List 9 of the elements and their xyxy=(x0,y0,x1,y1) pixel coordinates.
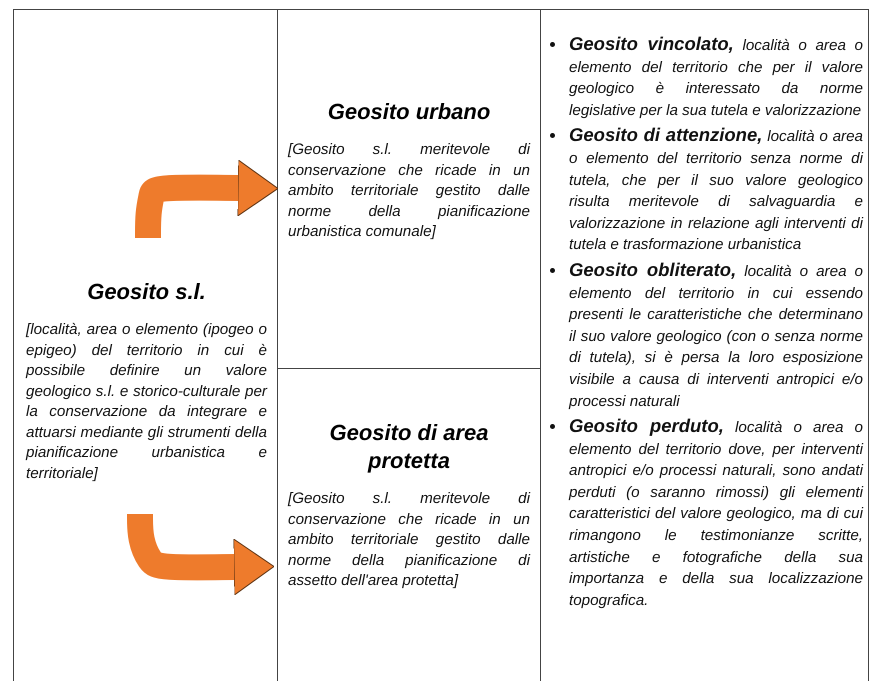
bullet-item: Geosito perduto, località o area o elemento del territorio dove, per interventi antropici e/o processi naturali, sono andati perduti (o saranno rimossi) gli elementi caratteristici del valore geologico, ma di cui rimangono le testimonianze scritte, artistiche e fotografiche della sua importanza e della sua localizzazione topografica. xyxy=(569,419,864,609)
cell-heading: Geosito urbano xyxy=(326,98,492,126)
table-cell xyxy=(13,9,278,681)
cell-description: [Geosito s.l. meritevole di conservazione che ricade in un ambito territoriale gestito dalle norme della pianificazione urbanistica comunale] xyxy=(288,140,530,242)
table-cell xyxy=(540,9,869,681)
cell-heading: Geosito di area protetta xyxy=(328,419,490,475)
cell-heading: Geosito s.l. xyxy=(86,278,207,306)
cell-description: [Geosito s.l. meritevole di conservazione che ricade in un ambito territoriale gestito dalle norme della pianificazione di assetto dell'area protetta] xyxy=(288,489,530,591)
cell-description: [località, area o elemento (ipogeo o epigeo) del territorio in cui è possibile definire un valore geologico s.l. e storico-culturale per la conservazione da integrare e attuarsi mediante gli strumenti della pianificazione urbanistica e territoriale] xyxy=(26,320,267,484)
